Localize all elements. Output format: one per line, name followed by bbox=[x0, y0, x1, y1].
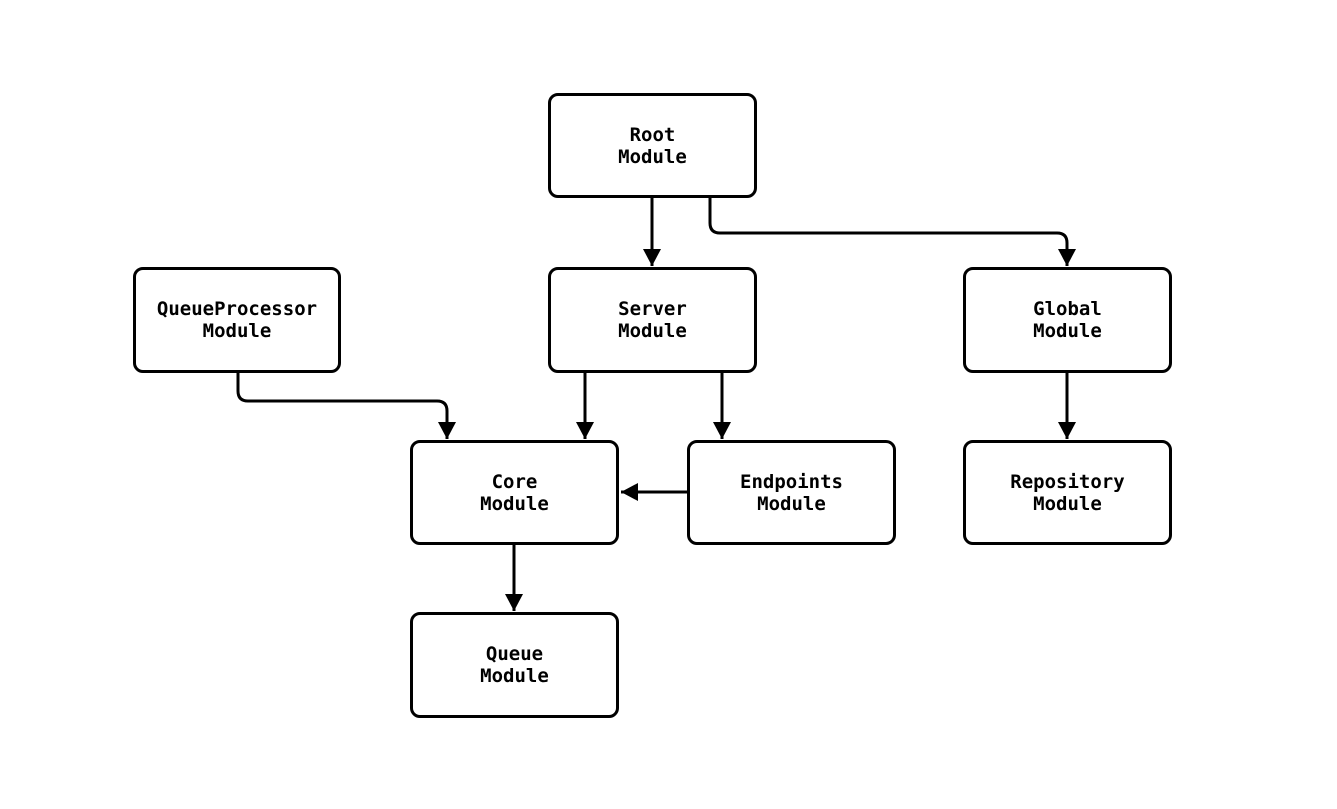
edge-queueprocessor-to-core bbox=[236, 373, 456, 439]
node-core-module: Core Module bbox=[410, 440, 619, 545]
node-root-module: Root Module bbox=[548, 93, 757, 198]
node-queueprocessor-module: QueueProcessor Module bbox=[133, 267, 341, 373]
node-global-module: Global Module bbox=[963, 267, 1172, 373]
node-queue-module: Queue Module bbox=[410, 612, 619, 718]
node-server-module: Server Module bbox=[548, 267, 757, 373]
node-endpoints-module: Endpoints Module bbox=[687, 440, 896, 545]
edge-root-to-global bbox=[708, 198, 1076, 266]
node-repository-module: Repository Module bbox=[963, 440, 1172, 545]
